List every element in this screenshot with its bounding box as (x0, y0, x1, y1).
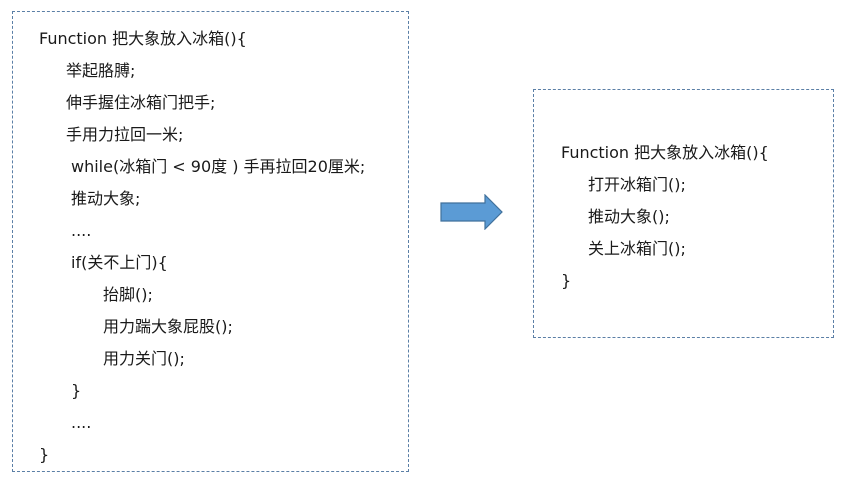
code-line: 打开冰箱门(); (588, 175, 686, 194)
code-line: 推动大象(); (588, 207, 670, 226)
code-line: if(关不上门){ (71, 253, 168, 272)
code-line: Function 把大象放入冰箱(){ (561, 143, 769, 162)
arrow-shape (440, 194, 503, 230)
code-line: } (39, 445, 50, 464)
code-line: 举起胳膊; (66, 61, 136, 80)
code-line: } (561, 271, 572, 290)
right-arrow-icon (440, 194, 503, 230)
code-line: .... (71, 413, 92, 432)
code-line: Function 把大象放入冰箱(){ (39, 29, 247, 48)
code-line: 用力踹大象屁股(); (103, 317, 233, 336)
code-line: 关上冰箱门(); (588, 239, 686, 258)
code-line: while(冰箱门 < 90度 ) 手再拉回20厘米; (71, 157, 366, 176)
code-line: 推动大象; (71, 189, 141, 208)
code-line: 伸手握住冰箱门把手; (66, 93, 216, 112)
code-line: 用力关门(); (103, 349, 185, 368)
code-line: } (71, 381, 82, 400)
code-line: .... (71, 221, 92, 240)
code-line: 抬脚(); (103, 285, 153, 304)
simplified-code-block: Function 把大象放入冰箱(){ 打开冰箱门(); 推动大象(); 关上冰… (533, 89, 834, 338)
code-line: 手用力拉回一米; (66, 125, 184, 144)
verbose-code-block: Function 把大象放入冰箱(){ 举起胳膊; 伸手握住冰箱门把手; 手用力… (12, 11, 409, 472)
